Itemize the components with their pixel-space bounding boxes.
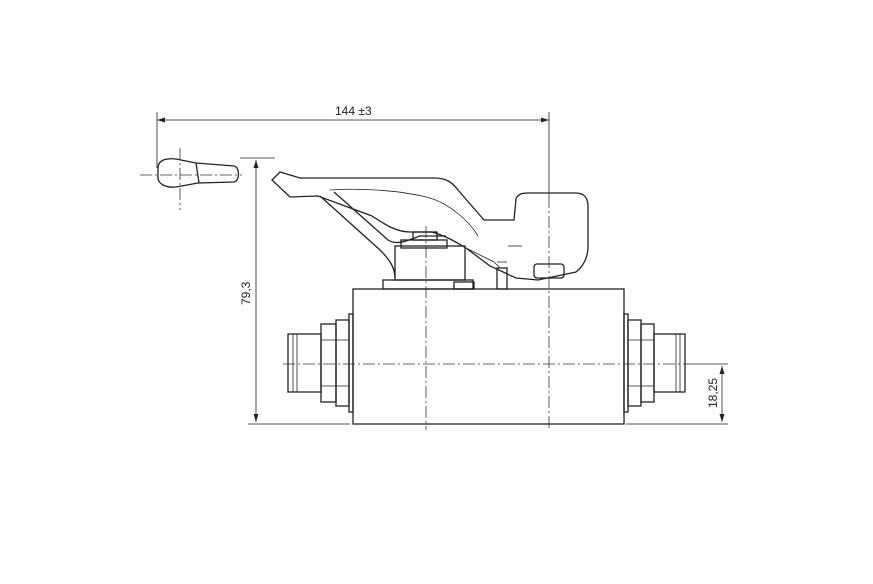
width-dimension-label: 144 ±3: [335, 104, 372, 118]
height-dimension-label: 79,3: [239, 281, 253, 305]
rotated-handle-view: [140, 148, 242, 210]
port-center-dimension: 18,25: [626, 363, 728, 425]
port-center-dimension-label: 18,25: [706, 378, 720, 408]
lever-handle: [271, 171, 589, 281]
right-port-fitting: [623, 313, 686, 413]
valve-body: [352, 288, 625, 425]
width-dimension: 144 ±3: [156, 104, 550, 196]
height-dimension: 79,3: [239, 157, 350, 425]
stem-assembly: [382, 231, 508, 290]
left-port-fitting: [287, 313, 354, 413]
center-lines: [283, 196, 690, 430]
